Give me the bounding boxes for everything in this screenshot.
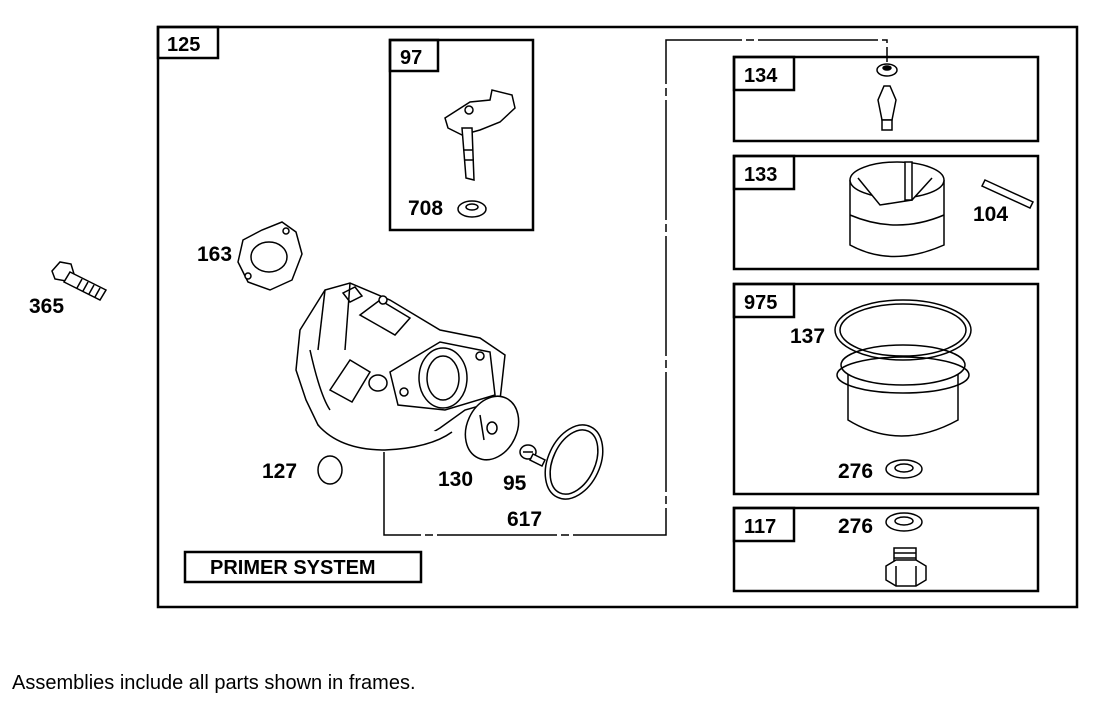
frame-125 bbox=[156, 25, 1079, 609]
part-137-label: 137 bbox=[790, 325, 825, 348]
frame-117 bbox=[732, 506, 1040, 593]
assemblies-caption: Assemblies include all parts shown in fr… bbox=[12, 672, 416, 694]
primer-system-label: PRIMER SYSTEM bbox=[210, 557, 376, 579]
frame-975 bbox=[732, 282, 1040, 496]
part-617-label: 617 bbox=[507, 508, 542, 531]
needle-97-drawing bbox=[444, 89, 516, 181]
bowl-nut-117-drawing bbox=[885, 547, 927, 587]
frame-133-number: 133 bbox=[744, 164, 777, 186]
screw-95-drawing bbox=[519, 444, 547, 468]
part-708-label: 708 bbox=[408, 197, 443, 220]
frame-117-tab bbox=[732, 506, 796, 543]
washer-708-drawing bbox=[457, 200, 487, 218]
bowl-975-drawing bbox=[834, 299, 972, 437]
part-163-label: 163 bbox=[197, 243, 232, 266]
frame-117-number: 117 bbox=[744, 516, 776, 538]
plug-127-drawing bbox=[317, 455, 343, 485]
bolt-365-drawing bbox=[51, 261, 108, 301]
washer-276-nut-drawing bbox=[885, 512, 923, 532]
frame-134-number: 134 bbox=[744, 65, 778, 87]
primer-system-box bbox=[183, 550, 423, 584]
frame-133 bbox=[732, 154, 1040, 271]
frame-125-tab bbox=[156, 25, 220, 60]
part-127-label: 127 bbox=[262, 460, 297, 483]
frame-134 bbox=[732, 55, 1040, 143]
carburetor-body-drawing bbox=[295, 282, 506, 451]
part-130-label: 130 bbox=[438, 468, 473, 491]
frame-97-number: 97 bbox=[400, 47, 422, 69]
frame-125-number: 125 bbox=[167, 34, 200, 56]
primer-bulb-130-drawing bbox=[464, 395, 520, 461]
part-365-label: 365 bbox=[29, 295, 64, 318]
gasket-163-drawing bbox=[237, 221, 303, 291]
frame-97 bbox=[388, 38, 535, 232]
part-95-label: 95 bbox=[503, 472, 527, 495]
part-276-bowl-label: 276 bbox=[838, 460, 873, 483]
washer-276-bowl-drawing bbox=[885, 459, 923, 479]
part-276-nut-label: 276 bbox=[838, 515, 873, 538]
inlet-needle-134-drawing bbox=[876, 63, 898, 131]
frame-134-tab bbox=[732, 55, 796, 92]
o-ring-617-drawing bbox=[544, 424, 604, 500]
frame-133-tab bbox=[732, 154, 796, 191]
part-104-label: 104 bbox=[973, 203, 1008, 226]
float-133-drawing bbox=[849, 161, 945, 258]
frame-975-number: 975 bbox=[744, 292, 777, 314]
guide-line bbox=[383, 39, 888, 536]
frame-975-tab bbox=[732, 282, 796, 319]
pin-104-drawing bbox=[980, 179, 1035, 209]
frame-97-tab bbox=[388, 38, 440, 73]
